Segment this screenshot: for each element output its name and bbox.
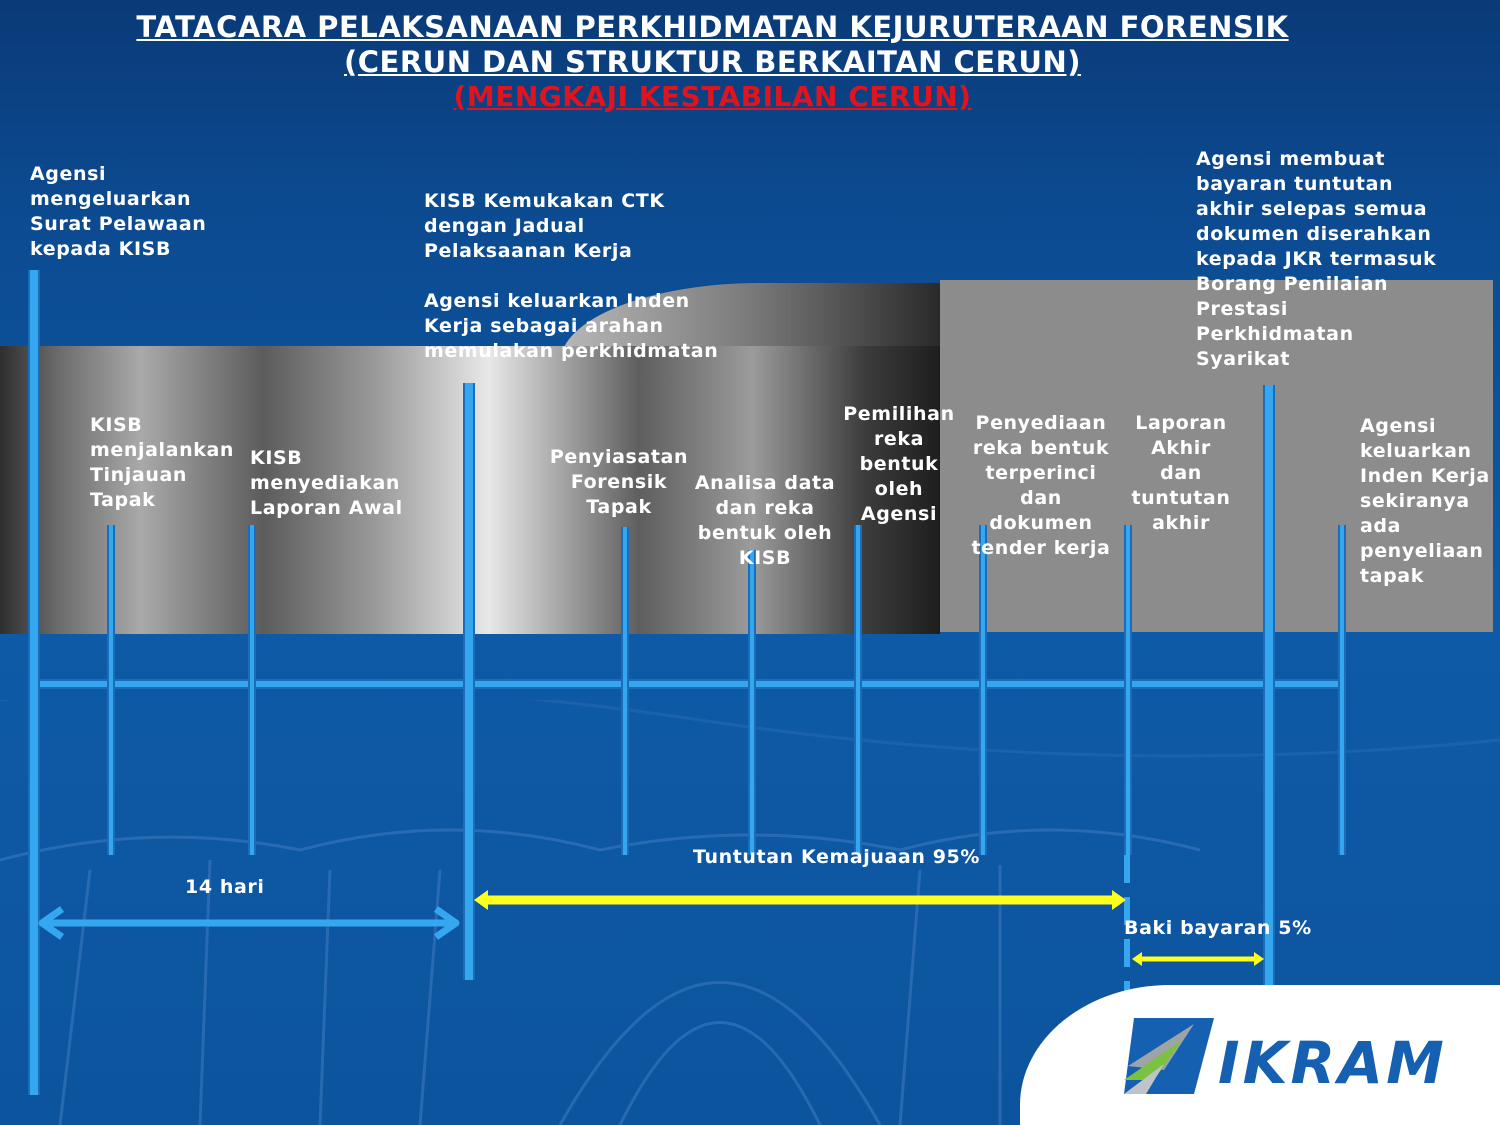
arch-pattern-background <box>0 700 1500 1125</box>
arrow-progress-claim <box>474 890 1126 910</box>
step-label-8: Penyediaan reka bentuk terperinci dan do… <box>971 412 1111 559</box>
milestone-bar-3 <box>248 525 256 855</box>
step-label-5: Penyiasatan Forensik Tapak <box>549 446 689 518</box>
step-label-2: KISB menjalankan Tinjauan Tapak <box>90 414 234 511</box>
step-label-9: Laporan Akhir dan tuntutan akhir <box>1131 412 1231 534</box>
logo-wordmark: IKRAM <box>1218 1029 1447 1097</box>
logo-background <box>1020 985 1500 1125</box>
step-label-1: Agensi mengeluarkan Surat Pelawaan kepad… <box>30 163 207 260</box>
step-label-11: Agensi keluarkan Inden Kerja sekiranya a… <box>1360 415 1490 587</box>
grey-panel <box>940 280 1493 632</box>
milestone-bar-1 <box>28 270 40 1095</box>
milestone-bar-6 <box>748 550 756 855</box>
milestone-bar-2 <box>107 525 115 855</box>
milestone-bar-9 <box>1124 525 1132 855</box>
milestone-bar-4 <box>463 383 475 980</box>
milestone-bar-7 <box>854 525 862 855</box>
step-label-3: KISB menyediakan Laporan Awal <box>250 447 403 519</box>
arrow-14-days <box>38 906 460 940</box>
step-label-10: Agensi membuat bayaran tuntutan akhir se… <box>1196 148 1437 370</box>
subtitle: (MENGKAJI KESTABILAN CERUN) <box>453 80 972 113</box>
title-line-1: TATACARA PELAKSANAAN PERKHIDMATAN KEJURU… <box>136 10 1289 44</box>
step-label-6: Analisa data dan reka bentuk oleh KISB <box>694 472 836 569</box>
title-line-2: (CERUN DAN STRUKTUR BERKAITAN CERUN) <box>343 45 1082 79</box>
span-label-days: 14 hari <box>185 876 265 898</box>
milestone-bar-11 <box>1338 525 1346 855</box>
milestone-bar-8 <box>979 525 987 855</box>
milestone-bar-5 <box>621 527 629 855</box>
step-label-7: Pemilihan reka bentuk oleh Agensi <box>843 403 955 525</box>
span-label-balance: Baki bayaran 5% <box>1124 917 1312 939</box>
span-label-progress: Tuntutan Kemajuaan 95% <box>693 846 980 868</box>
milestone-bar-10 <box>1263 385 1275 985</box>
timeline-axis <box>40 679 1340 689</box>
arrow-balance-payment <box>1132 952 1264 966</box>
step-label-4a: KISB Kemukakan CTK dengan Jadual Pelaksa… <box>424 190 665 262</box>
ikram-logo-icon <box>1124 1018 1214 1094</box>
step-label-4b: Agensi keluarkan Inden Kerja sebagai ara… <box>424 290 719 362</box>
